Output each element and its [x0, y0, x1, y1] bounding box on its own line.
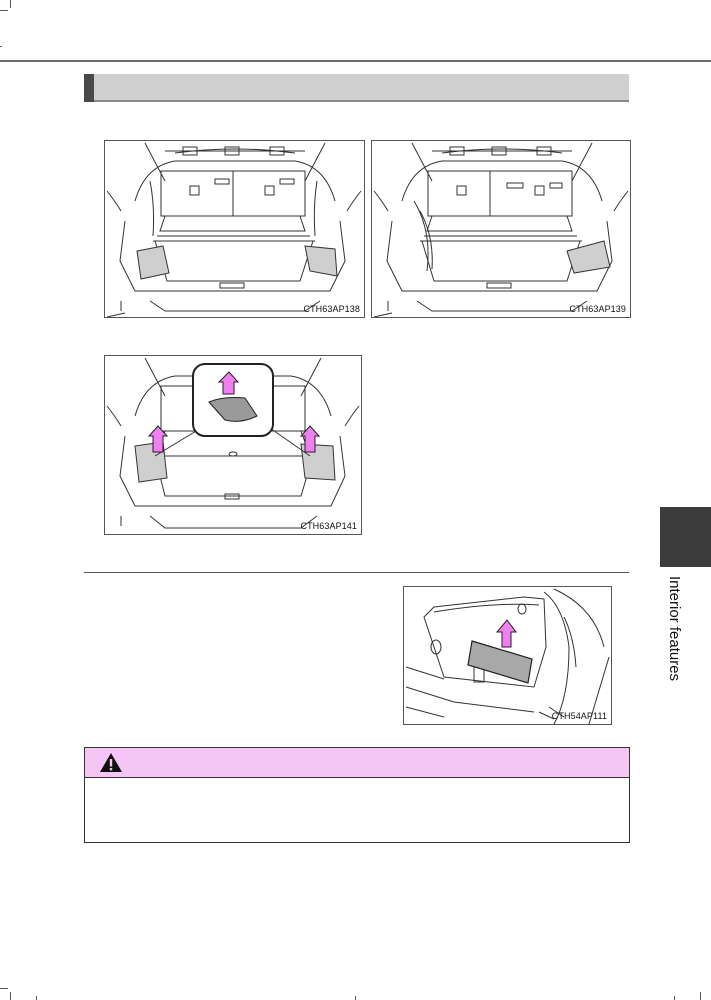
figure-cargo-box-lid-open: CTH63AP139	[371, 140, 631, 318]
side-panel-removal-illustration	[405, 588, 610, 724]
top-rule	[0, 60, 711, 62]
figure-code: CTH63AP138	[303, 304, 360, 314]
caution-header	[85, 748, 629, 778]
deck-board-lift-illustration	[106, 357, 360, 529]
cargo-area-side-boxes-open-illustration	[106, 142, 362, 317]
crop-mark	[0, 10, 8, 11]
crop-mark	[355, 996, 356, 1000]
section-header-bar	[84, 74, 629, 102]
crop-mark	[674, 996, 675, 1000]
crop-mark	[0, 46, 2, 47]
warning-triangle-icon	[100, 753, 122, 772]
figure-code: CTH63AP139	[569, 304, 626, 314]
side-tab-label: Interior features	[666, 576, 683, 682]
figure-side-panel-removal: CTH54AP111	[403, 586, 612, 725]
side-tab	[660, 507, 711, 567]
section-header-marker	[84, 74, 94, 102]
crop-mark	[0, 988, 8, 989]
crop-mark	[700, 992, 701, 1000]
cargo-area-side-box-lid-open-illustration	[373, 142, 629, 317]
caution-box	[84, 747, 630, 843]
figure-deck-board-lift: CTH63AP141	[104, 355, 362, 535]
crop-mark	[10, 992, 11, 1000]
crop-mark	[36, 996, 37, 1000]
crop-mark	[10, 0, 11, 8]
figure-cargo-boxes-open: CTH63AP138	[104, 140, 365, 318]
section-divider	[84, 572, 629, 573]
figure-code: CTH54AP111	[551, 711, 607, 721]
figure-code: CTH63AP141	[300, 521, 357, 531]
